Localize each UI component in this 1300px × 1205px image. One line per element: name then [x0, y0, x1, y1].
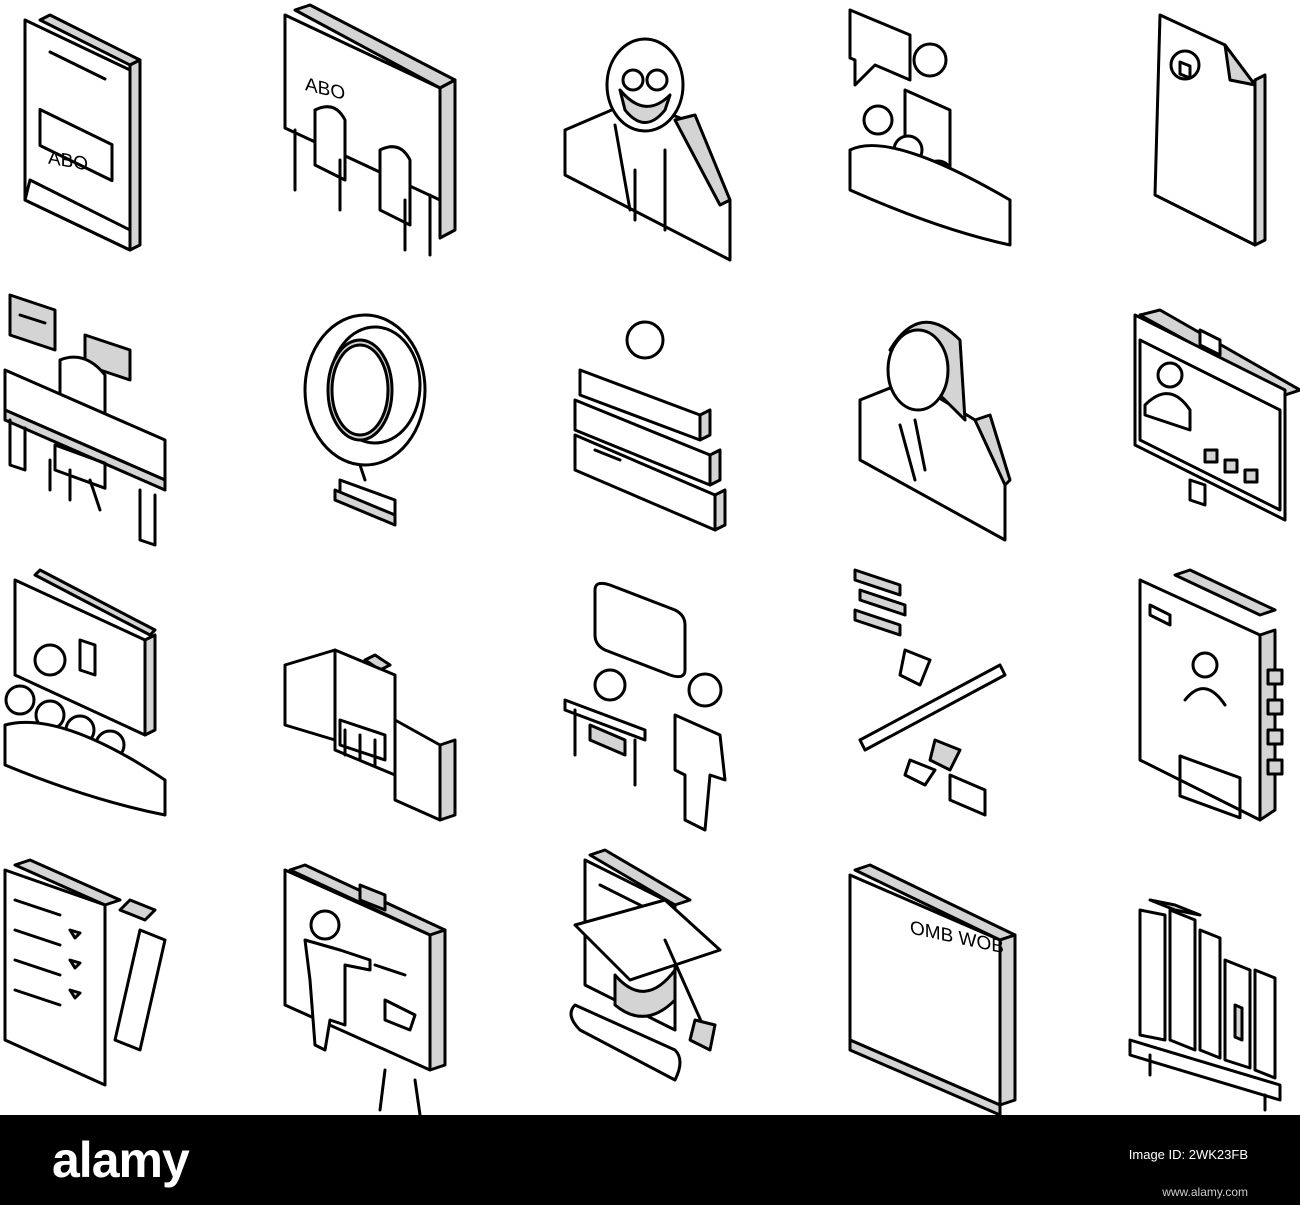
stock-footer: alamy Image ID: 2WK23FB www.alamy.com [0, 1115, 1300, 1205]
checklist-pencil-icon [0, 840, 260, 1118]
student-profile-book-icon [1040, 560, 1300, 838]
bookshelf-icon [1040, 840, 1300, 1118]
online-lesson-monitor-icon [1040, 280, 1300, 558]
alphabet-book-icon: ABO [0, 0, 260, 278]
teacher-desk-icon [0, 280, 260, 558]
image-reference: Image ID: 2WK23FB [1129, 1147, 1248, 1162]
lecture-audience-icon [800, 0, 1060, 278]
classroom-board-icon: ABO [265, 0, 525, 278]
school-building-icon [265, 560, 525, 838]
chalkboard-letters-icon: OMB WOB [800, 840, 1060, 1118]
school-supplies-icon [800, 560, 1060, 838]
icon-grid: ABO ABO [0, 0, 1300, 1118]
document-icon [1040, 0, 1300, 278]
brand-logo[interactable]: alamy [52, 1132, 190, 1188]
teacher-whiteboard-icon [265, 840, 525, 1118]
graduation-cap-diploma-icon [535, 840, 795, 1118]
female-teacher-icon [800, 280, 1060, 558]
globe-icon [265, 280, 525, 558]
site-url[interactable]: www.alamy.com [1162, 1185, 1248, 1199]
student-consultation-icon [535, 560, 795, 838]
professor-icon [535, 0, 795, 278]
image-id: Image ID: 2WK23FB [1128, 1147, 1248, 1162]
books-stack-icon [535, 280, 795, 558]
class-presentation-icon [0, 560, 260, 838]
